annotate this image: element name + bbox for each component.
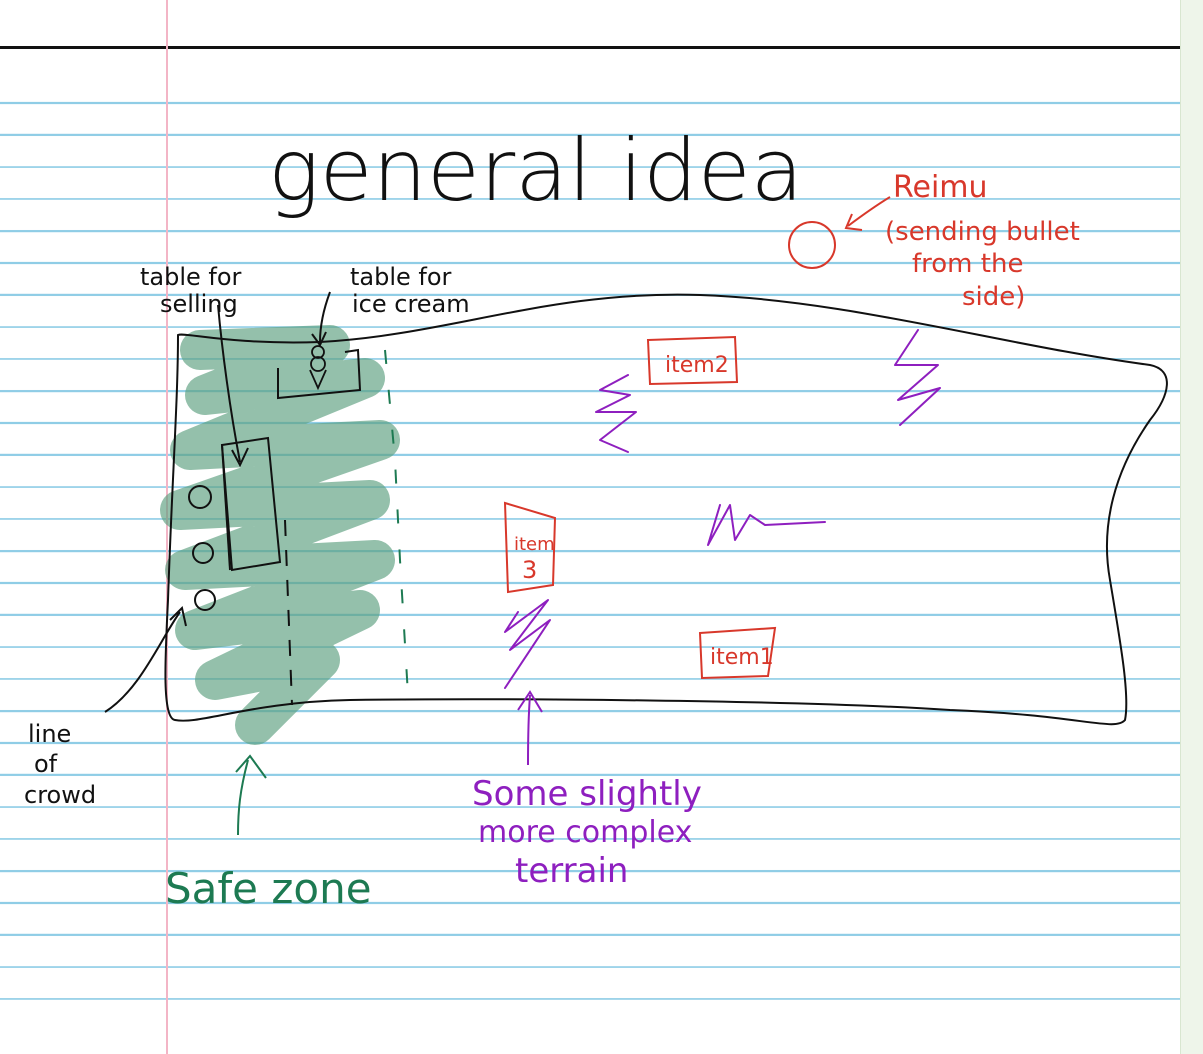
reimu-arrow	[844, 196, 891, 231]
line-of-crowd-label-line-3: crowd	[24, 781, 96, 809]
line-of-crowd-label-line-2: of	[34, 750, 58, 778]
safe-zone-scribble	[160, 325, 400, 745]
safe-zone-boundary-green	[384, 349, 409, 696]
crowd-circles	[188, 485, 216, 611]
terrain-label-line-3: terrain	[515, 851, 628, 891]
ice-cream-icon	[309, 345, 327, 391]
item-1: item1	[698, 626, 777, 680]
line-of-crowd-label-line-1: line	[28, 720, 71, 748]
table-icecream-label-line-1: table for	[350, 263, 452, 291]
reimu-note-line-1: (sending bullet	[885, 217, 1080, 247]
safe-zone-boundary-black	[284, 519, 293, 706]
terrain-label-line-1: Some slightly	[472, 774, 702, 814]
page-title: general idea	[268, 121, 803, 221]
page-edge-strip	[1180, 0, 1203, 1054]
terrain-label-line-2: more complex	[478, 815, 692, 850]
top-rule	[0, 46, 1180, 49]
safe-zone-label: Safe zone	[165, 864, 372, 913]
ice-cream-table	[277, 348, 362, 400]
reimu-circle	[788, 221, 836, 269]
item-1-label: item1	[710, 645, 774, 670]
terrain-arrow	[517, 690, 543, 766]
terrain-scribbles	[504, 329, 941, 689]
crowd-arrow	[104, 606, 187, 713]
item-3-label-line-2: 3	[522, 556, 537, 584]
item-3-label-line-1: item	[514, 534, 555, 555]
reimu-label: Reimu	[893, 170, 988, 205]
table-selling-label-line-1: table for	[140, 263, 242, 291]
map-outline	[164, 293, 1168, 726]
margin-line	[166, 0, 168, 1054]
reimu-note-line-2: from the	[912, 249, 1023, 279]
selling-arrow	[217, 304, 249, 468]
table-icecream-label-line-2: ice cream	[352, 290, 470, 318]
table-selling-label-line-2: selling	[160, 290, 238, 318]
item-2: item2	[646, 335, 739, 386]
reimu-note-line-3: side)	[962, 282, 1025, 312]
item-3: item 3	[503, 501, 557, 594]
item-2-label: item2	[665, 353, 729, 378]
selling-table	[220, 436, 282, 572]
safe-zone-arrow	[235, 754, 267, 836]
ice-cream-arrow	[311, 291, 331, 347]
